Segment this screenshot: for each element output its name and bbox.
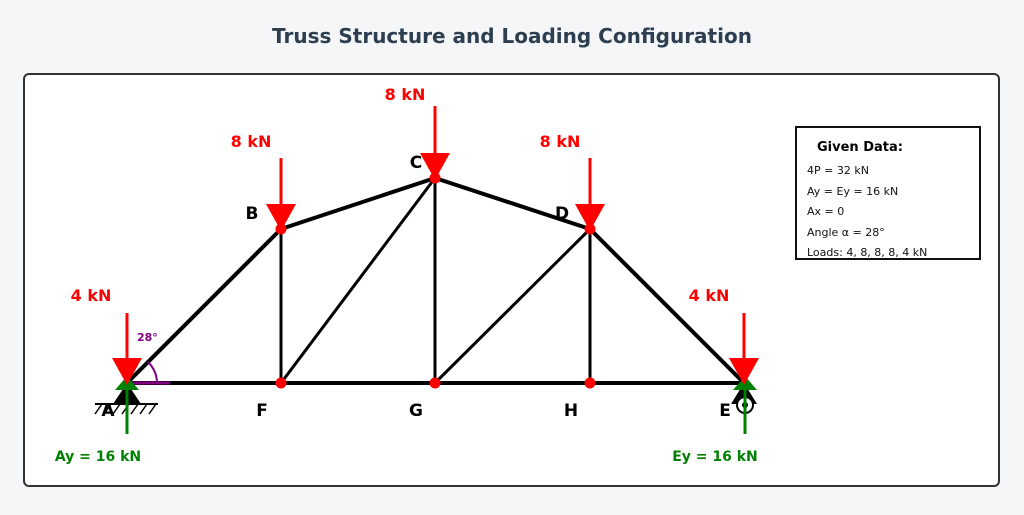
load-label-D: 8 kN xyxy=(540,132,581,151)
node-label-D: D xyxy=(555,204,569,224)
member-AB xyxy=(125,227,283,385)
reaction-label-Ey: Ey = 16 kN xyxy=(672,449,758,465)
member-CD xyxy=(433,176,592,231)
load-label-C: 8 kN xyxy=(385,85,426,104)
joint-B xyxy=(275,223,287,235)
member-FC xyxy=(279,176,437,385)
joint-H xyxy=(584,377,596,389)
node-label-A: A xyxy=(101,401,115,421)
load-A-arrowhead xyxy=(112,358,142,385)
node-label-C: C xyxy=(410,153,422,173)
member-DE xyxy=(588,227,746,385)
given-data-line: 4P = 32 kN xyxy=(807,164,869,177)
joint-C xyxy=(429,172,441,184)
reaction-label-Ay: Ay = 16 kN xyxy=(55,449,141,465)
node-label-E: E xyxy=(719,401,731,421)
given-data-line: Ax = 0 xyxy=(807,205,845,218)
given-data-line: Angle α = 28° xyxy=(807,225,885,239)
member-BC xyxy=(279,176,437,231)
joint-F xyxy=(275,377,287,389)
given-data-line: Loads: 4, 8, 8, 8, 4 kN xyxy=(807,246,928,259)
given-data-title: Given Data: xyxy=(817,140,903,155)
load-label-A: 4 kN xyxy=(71,286,112,305)
truss-members xyxy=(125,176,746,385)
node-labels: A B C D E F G H xyxy=(101,153,730,421)
load-label-E: 4 kN xyxy=(689,286,730,305)
angle-label: 28° xyxy=(137,331,158,344)
reaction-labels: Ay = 16 kN Ey = 16 kN xyxy=(55,449,758,465)
load-B-arrowhead xyxy=(266,204,296,231)
angle-arc xyxy=(147,361,158,384)
node-label-B: B xyxy=(246,204,259,224)
load-label-B: 8 kN xyxy=(231,132,272,151)
load-labels: 4 kN 8 kN 8 kN 8 kN 4 kN xyxy=(71,85,730,305)
angle-marker: 28° xyxy=(127,331,170,385)
joint-D xyxy=(584,223,596,235)
given-data-line: Ay = Ey = 16 kN xyxy=(807,184,899,198)
node-label-G: G xyxy=(409,401,423,421)
load-D-arrowhead xyxy=(575,204,605,231)
joints xyxy=(275,172,596,389)
load-C-arrowhead xyxy=(420,153,450,180)
load-arrows xyxy=(112,106,759,385)
node-label-H: H xyxy=(564,401,578,421)
joint-G xyxy=(429,377,441,389)
page-title: Truss Structure and Loading Configuratio… xyxy=(272,24,752,48)
member-GD xyxy=(433,227,592,385)
node-label-F: F xyxy=(256,401,268,421)
load-E-arrowhead xyxy=(729,358,759,385)
given-data-box: Given Data: 4P = 32 kN Ay = Ey = 16 kN A… xyxy=(795,126,981,260)
